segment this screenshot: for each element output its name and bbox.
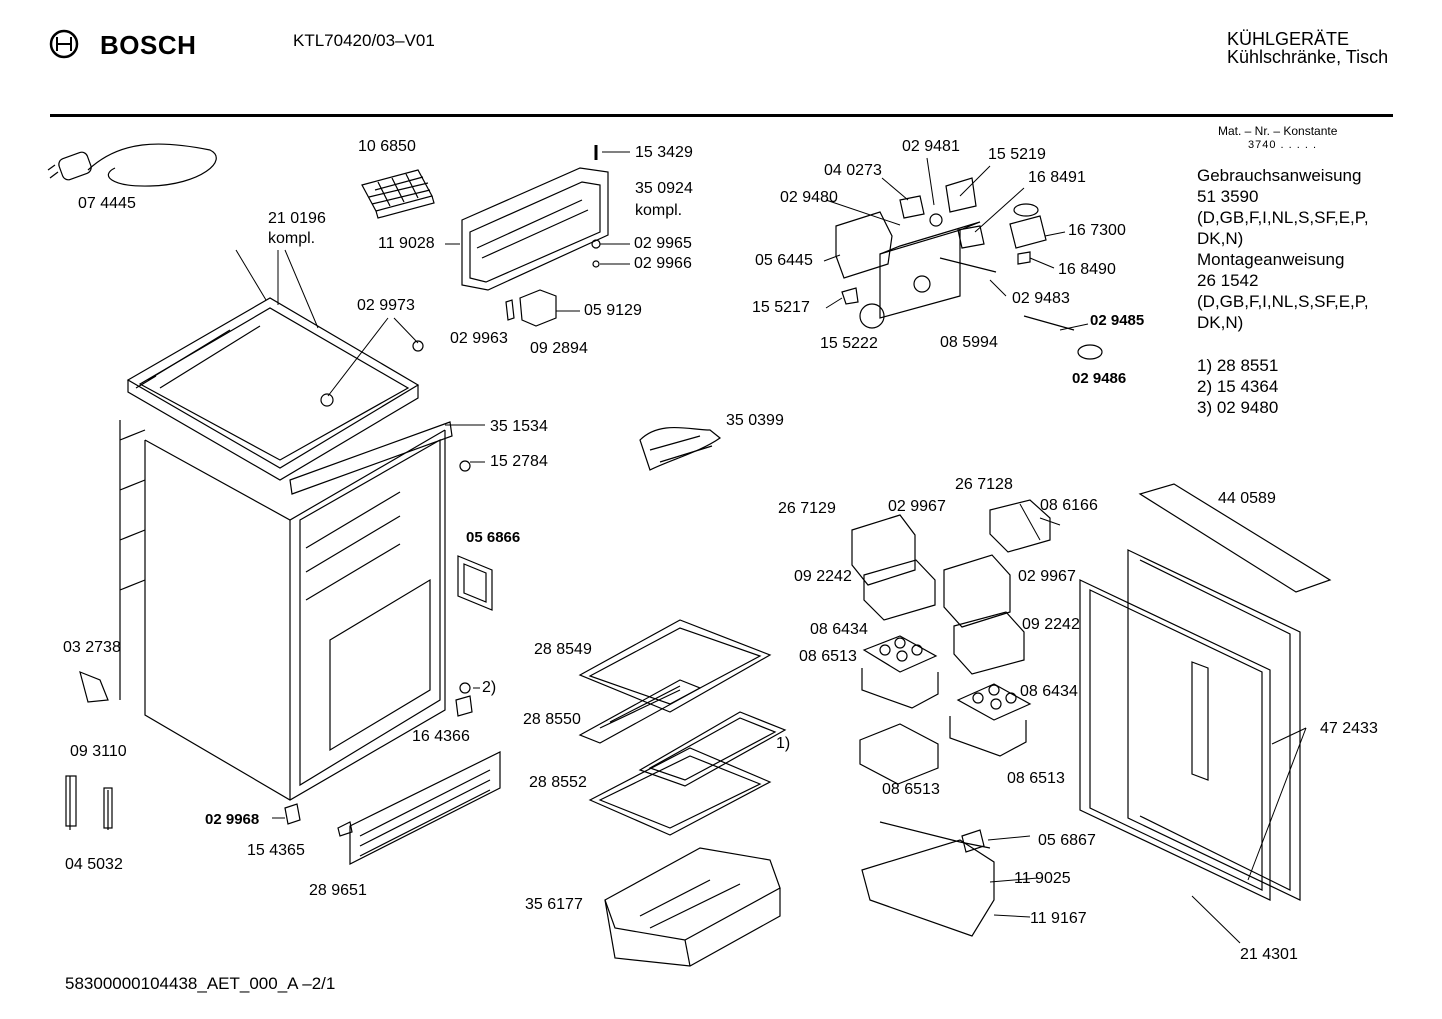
document-footer: 58300000104438_AET_000_A –2/1 [65, 974, 336, 993]
part-label: 02 9481 [902, 138, 960, 155]
part-label: 04 0273 [824, 162, 882, 179]
part-label: 02 9967 [1018, 568, 1076, 585]
info-line: 51 3590 [1197, 187, 1259, 206]
top-cover-drawing [126, 297, 420, 481]
info-line: DK,N) [1197, 229, 1244, 248]
part-label: 08 6434 [1020, 683, 1078, 700]
cabinet-body-drawing [119, 420, 453, 801]
part-label: 21 0196 [268, 210, 326, 227]
crisper-drawer-drawing [604, 847, 781, 967]
part-label: 1) [776, 735, 791, 752]
part-label: 11 9167 [1030, 910, 1087, 927]
part-label: 02 9483 [1012, 290, 1070, 307]
glass-shelves-drawing [578, 619, 787, 836]
part-label: 02 9973 [357, 297, 415, 314]
plinth-grille-drawing [349, 751, 501, 865]
part-label: 09 3110 [70, 743, 127, 760]
part-label: 02 9485 [1090, 312, 1145, 329]
part-label: 11 9025 [1014, 870, 1071, 887]
part-label: 09 2242 [794, 568, 852, 585]
part-label: 04 5032 [65, 856, 123, 873]
info-line: 26 1542 [1197, 271, 1259, 290]
part-label: 02 9967 [888, 498, 946, 515]
part-label: 21 4301 [1240, 946, 1298, 963]
part-label: 26 7128 [955, 476, 1013, 493]
part-label: kompl. [268, 230, 316, 247]
part-label: 35 1534 [490, 418, 548, 435]
part-label: 10 6850 [358, 138, 416, 155]
part-label: 16 7300 [1068, 222, 1126, 239]
part-label: 02 9486 [1072, 370, 1127, 387]
part-label: 05 9129 [584, 302, 642, 319]
part-label: 02 9963 [450, 330, 508, 347]
mat-nr-value: 3740 . . . . . [1248, 139, 1318, 151]
part-label: 15 4365 [247, 842, 305, 859]
brand-name: BOSCH [100, 30, 197, 60]
door-bins-drawing [851, 499, 1051, 937]
info-line: (D,GB,F,I,NL,S,SF,E,P, [1197, 292, 1369, 311]
part-label: 09 2242 [1022, 616, 1080, 633]
part-label: 05 6445 [755, 252, 813, 269]
part-label: 02 9966 [634, 255, 692, 272]
part-label: 15 3429 [635, 144, 693, 161]
part-label: 16 8491 [1028, 169, 1086, 186]
bosch-logo-icon [49, 29, 79, 59]
part-label: 35 6177 [525, 896, 583, 913]
power-cord-drawing [47, 143, 217, 187]
part-label: 28 8552 [529, 774, 587, 791]
part-label: 08 6513 [1007, 770, 1065, 787]
part-label: 44 0589 [1218, 490, 1276, 507]
part-label: 02 9968 [205, 811, 260, 828]
category-title: KÜHLGERÄTE [1227, 29, 1350, 49]
part-label: 26 7129 [778, 500, 836, 517]
subcategory-title: Kühlschränke, Tisch [1227, 47, 1389, 67]
part-label: 09 2894 [530, 340, 588, 357]
part-label: 08 6166 [1040, 497, 1098, 514]
info-line: 3) 02 9480 [1197, 398, 1279, 417]
header-rule [50, 114, 1393, 117]
part-label: 05 6867 [1038, 832, 1096, 849]
ice-tray-drawing [361, 169, 435, 219]
part-label: 08 6434 [810, 621, 868, 638]
hinge-strip-drawing [639, 426, 722, 471]
part-label: 11 9028 [378, 235, 435, 252]
info-line: (D,GB,F,I,NL,S,SF,E,P, [1197, 208, 1369, 227]
part-label: 05 6866 [466, 529, 521, 546]
part-label: 35 0924 [635, 180, 693, 197]
control-module-drawing [835, 177, 1103, 360]
leader-lines [235, 151, 1307, 944]
part-label: 08 5994 [940, 334, 998, 351]
info-line: DK,N) [1197, 313, 1244, 332]
part-label: 02 9965 [634, 235, 692, 252]
part-label: 16 4366 [412, 728, 470, 745]
info-line: Gebrauchsanweisung [1197, 166, 1362, 185]
part-label: 28 8550 [523, 711, 581, 728]
part-label: 35 0399 [726, 412, 784, 429]
part-label: 16 8490 [1058, 261, 1116, 278]
part-label: 15 5219 [988, 146, 1046, 163]
part-label: 15 2784 [490, 453, 548, 470]
info-line: Montageanweisung [1197, 250, 1345, 269]
part-label: 08 6513 [799, 648, 857, 665]
part-label: 15 5222 [820, 335, 878, 352]
part-label: 08 6513 [882, 781, 940, 798]
part-label: kompl. [635, 202, 683, 219]
part-label: 02 9480 [780, 189, 838, 206]
part-label: 28 8549 [534, 641, 592, 658]
part-label: 03 2738 [63, 639, 121, 656]
door-drawing [1079, 483, 1332, 901]
part-label: 07 4445 [78, 195, 136, 212]
freezer-door-drawing [461, 145, 609, 327]
part-label: 47 2433 [1320, 720, 1378, 737]
model-number: KTL70420/03–V01 [293, 31, 435, 50]
info-line: 1) 28 8551 [1197, 356, 1279, 375]
small-parts-drawing [65, 340, 493, 837]
info-line: 2) 15 4364 [1197, 377, 1279, 396]
part-label: 28 9651 [309, 882, 367, 899]
mat-nr-label: Mat. – Nr. – Konstante [1218, 124, 1338, 138]
part-label: 2) [482, 679, 497, 696]
part-label: 15 5217 [752, 299, 810, 316]
